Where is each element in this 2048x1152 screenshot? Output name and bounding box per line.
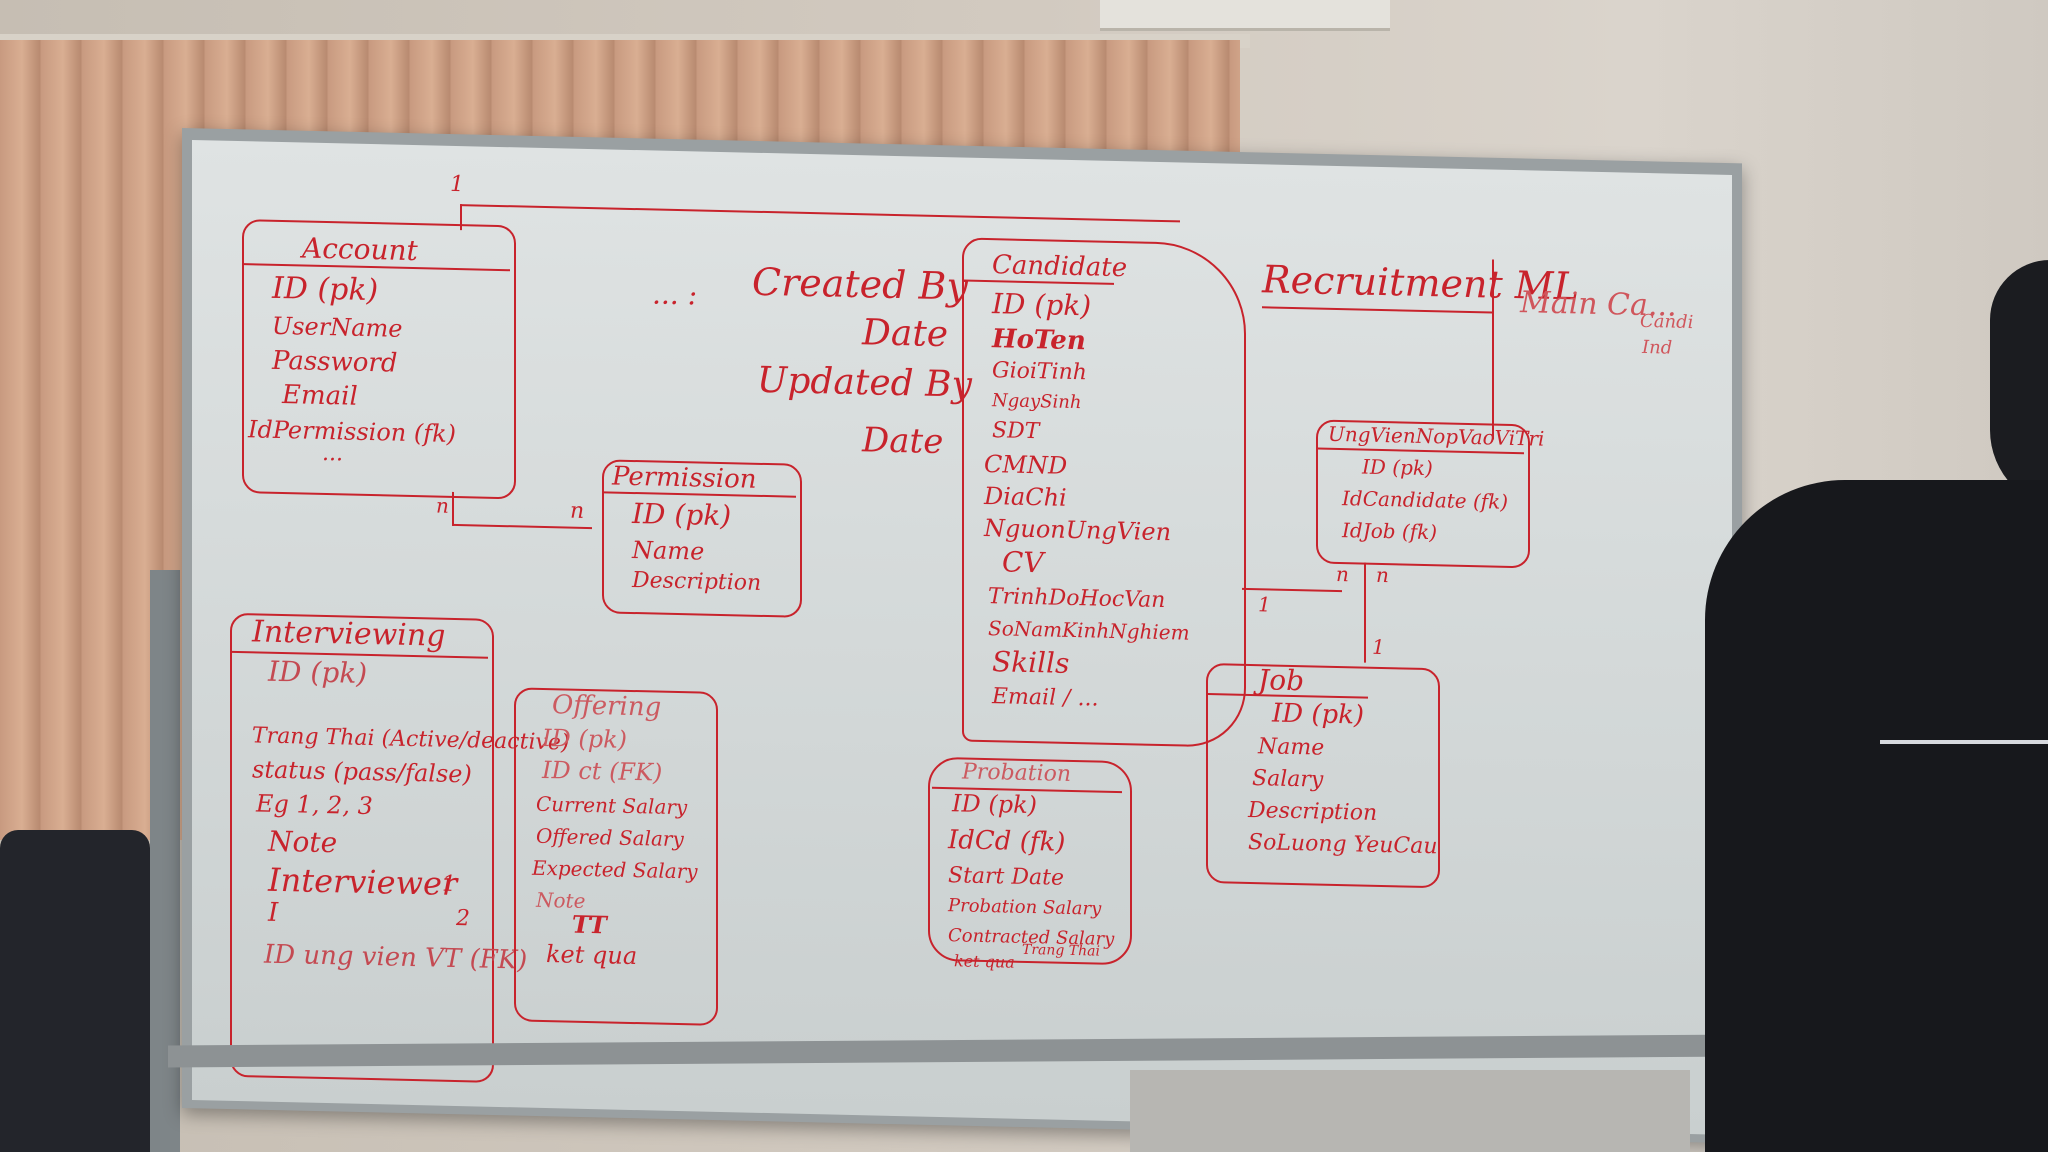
candidate-field: NguonUngVien xyxy=(984,513,1172,547)
probation-field: Trang Thai xyxy=(1022,941,1100,960)
recruitment-side-note: Ind xyxy=(1642,336,1673,359)
relation-line-account-candidate xyxy=(460,204,1180,223)
probation-field: ket qua xyxy=(954,951,1015,972)
candidate-field: SDT xyxy=(992,418,1040,445)
audit-created-by: Created By xyxy=(752,259,968,309)
candidate-field: ID (pk) xyxy=(992,287,1092,323)
job-field: ID (pk) xyxy=(1272,698,1365,731)
job-field: Description xyxy=(1248,797,1378,826)
permission-field: Description xyxy=(632,567,762,596)
interviewing-field: Interviewer xyxy=(268,860,458,904)
office-chair xyxy=(0,830,150,1152)
audit-updated-by: Updated By xyxy=(757,359,972,406)
candidate-field: SoNamKinhNghiem xyxy=(988,616,1190,645)
relation-line xyxy=(452,491,454,526)
shirt-stripe xyxy=(1880,740,2048,744)
interviewing-field: status (pass/false) xyxy=(252,755,472,789)
cardinality-label: n xyxy=(1336,561,1349,587)
offering-field: TT xyxy=(572,909,607,940)
account-title: Account xyxy=(302,231,418,268)
interviewing-field: I xyxy=(268,897,279,928)
account-field: UserName xyxy=(272,311,403,343)
ungvien-vitri-field: ID (pk) xyxy=(1362,454,1433,481)
candidate-field: GioiTinh xyxy=(992,358,1087,386)
relation-line-candidate-ungvien xyxy=(1242,587,1342,593)
candidate-field: TrinhDoHocVan xyxy=(988,584,1166,614)
permission-title: Permission xyxy=(612,461,757,495)
person-head xyxy=(1990,260,2048,510)
offering-field: Current Salary xyxy=(536,791,688,820)
interviewing-field: Note xyxy=(268,824,338,860)
candidate-field: CV xyxy=(1002,545,1044,580)
relation-line-ungvien-job xyxy=(1364,562,1366,663)
ungvien-vitri-title: UngVienNopVaoViTri xyxy=(1328,421,1545,451)
offering-title: Offering xyxy=(552,690,662,723)
permission-field: ID (pk) xyxy=(632,496,732,533)
probation-field: ID (pk) xyxy=(952,789,1037,820)
offering-field: ket qua xyxy=(546,940,638,971)
interviewing-field: ID ung vien VT (FK) xyxy=(264,939,528,976)
interviewing-mark: 2 xyxy=(456,905,470,932)
candidate-field: DiaChi xyxy=(984,481,1067,512)
account-field: ... xyxy=(322,440,343,467)
cardinality-label: 1 xyxy=(1372,634,1385,660)
audit-date: Date xyxy=(862,420,944,463)
ungvien-vitri-field: IdCandidate (fk) xyxy=(1342,486,1509,514)
probation-title: Probation xyxy=(962,759,1072,787)
candidate-title: Candidate xyxy=(992,250,1128,284)
whiteboard: 1 Account ID (pk) UserName Password Emai… xyxy=(192,140,1732,1135)
cardinality-label: n xyxy=(570,498,585,524)
candidate-field: NgaySinh xyxy=(992,390,1082,414)
interviewing-mark: 1 xyxy=(442,871,456,897)
job-title: Job xyxy=(1258,663,1305,698)
offering-field: Offered Salary xyxy=(536,823,684,852)
account-field: ID (pk) xyxy=(272,270,379,309)
job-field: Salary xyxy=(1252,766,1324,793)
interviewing-title: Interviewing xyxy=(252,614,446,654)
probation-field: Start Date xyxy=(948,863,1064,891)
candidate-field: HoTen xyxy=(992,324,1086,357)
cardinality-label: n xyxy=(1376,562,1389,588)
cardinality-label: n xyxy=(436,493,449,518)
cardinality-label: 1 xyxy=(450,171,464,198)
probation-field: Probation Salary xyxy=(948,895,1102,920)
interviewing-field: ID (pk) xyxy=(268,654,368,690)
equipment-box xyxy=(1130,1070,1690,1152)
candidate-field: Skills xyxy=(992,645,1070,680)
person-body xyxy=(1705,480,2048,1152)
candidate-field: Email / ... xyxy=(992,684,1099,712)
probation-field: IdCd (fk) xyxy=(948,825,1066,858)
offering-field: Expected Salary xyxy=(532,855,698,884)
audit-prefix: ... : xyxy=(652,277,698,312)
permission-field: Name xyxy=(632,535,705,566)
offering-field: Note xyxy=(536,887,586,913)
ungvien-vitri-field: IdJob (fk) xyxy=(1342,518,1438,545)
candidate-field: CMND xyxy=(984,449,1068,480)
recruitment-underline xyxy=(1262,306,1492,314)
offering-field: ID ct (FK) xyxy=(542,755,663,787)
relation-line-account-permission xyxy=(452,523,592,530)
job-field: Name xyxy=(1258,734,1325,761)
recruitment-side-note: Candi xyxy=(1640,310,1694,334)
cardinality-label: 1 xyxy=(1258,592,1271,617)
account-field: Password xyxy=(272,345,398,379)
ceiling-light xyxy=(1100,0,1390,31)
interviewing-field: Eg 1, 2, 3 xyxy=(256,789,373,821)
job-field: SoLuong YeuCau xyxy=(1248,829,1438,860)
account-field: IdPermission (fk) xyxy=(248,415,457,448)
account-field: Email xyxy=(282,380,358,412)
audit-date: Date xyxy=(862,312,949,356)
recruitment-divider xyxy=(1492,259,1494,440)
offering-field: ID (pk) xyxy=(542,723,627,754)
